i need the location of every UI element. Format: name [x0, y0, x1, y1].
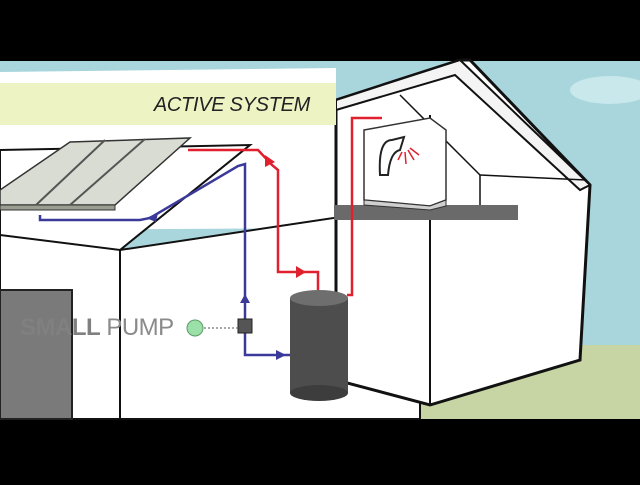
shower-cabinet-base — [363, 199, 447, 211]
shower-cabinet — [363, 117, 447, 207]
garage-door — [0, 289, 73, 420]
hot-pipe-to-shower — [347, 116, 382, 297]
attic-line-3 — [479, 174, 587, 181]
water-tank-icon — [290, 290, 348, 401]
diagram-title: ACTIVE SYSTEM — [153, 94, 310, 116]
cloud — [570, 76, 640, 104]
pump-label-word2: PUMP — [106, 314, 174, 341]
flow-arrow-icon — [240, 294, 250, 303]
shower-head-icon — [378, 135, 420, 176]
pump-label: SMALL PUMP — [20, 314, 174, 342]
flow-arrow-icon — [265, 155, 275, 167]
shelf — [334, 205, 518, 220]
letterbox-bottom — [0, 419, 640, 480]
solar-panel-icon — [0, 137, 193, 211]
title-banner: ACTIVE SYSTEM — [0, 83, 336, 125]
flow-arrow-icon — [276, 350, 286, 360]
hot-pipe-supply — [188, 148, 320, 290]
pump-icon — [237, 318, 253, 334]
letterbox-top — [0, 0, 640, 61]
pump-label-word1: SMALL — [20, 314, 101, 341]
flow-arrow-icon — [146, 213, 158, 222]
flow-arrow-icon — [296, 266, 306, 278]
pump-indicator — [186, 319, 204, 337]
right-house-roof — [335, 58, 592, 192]
